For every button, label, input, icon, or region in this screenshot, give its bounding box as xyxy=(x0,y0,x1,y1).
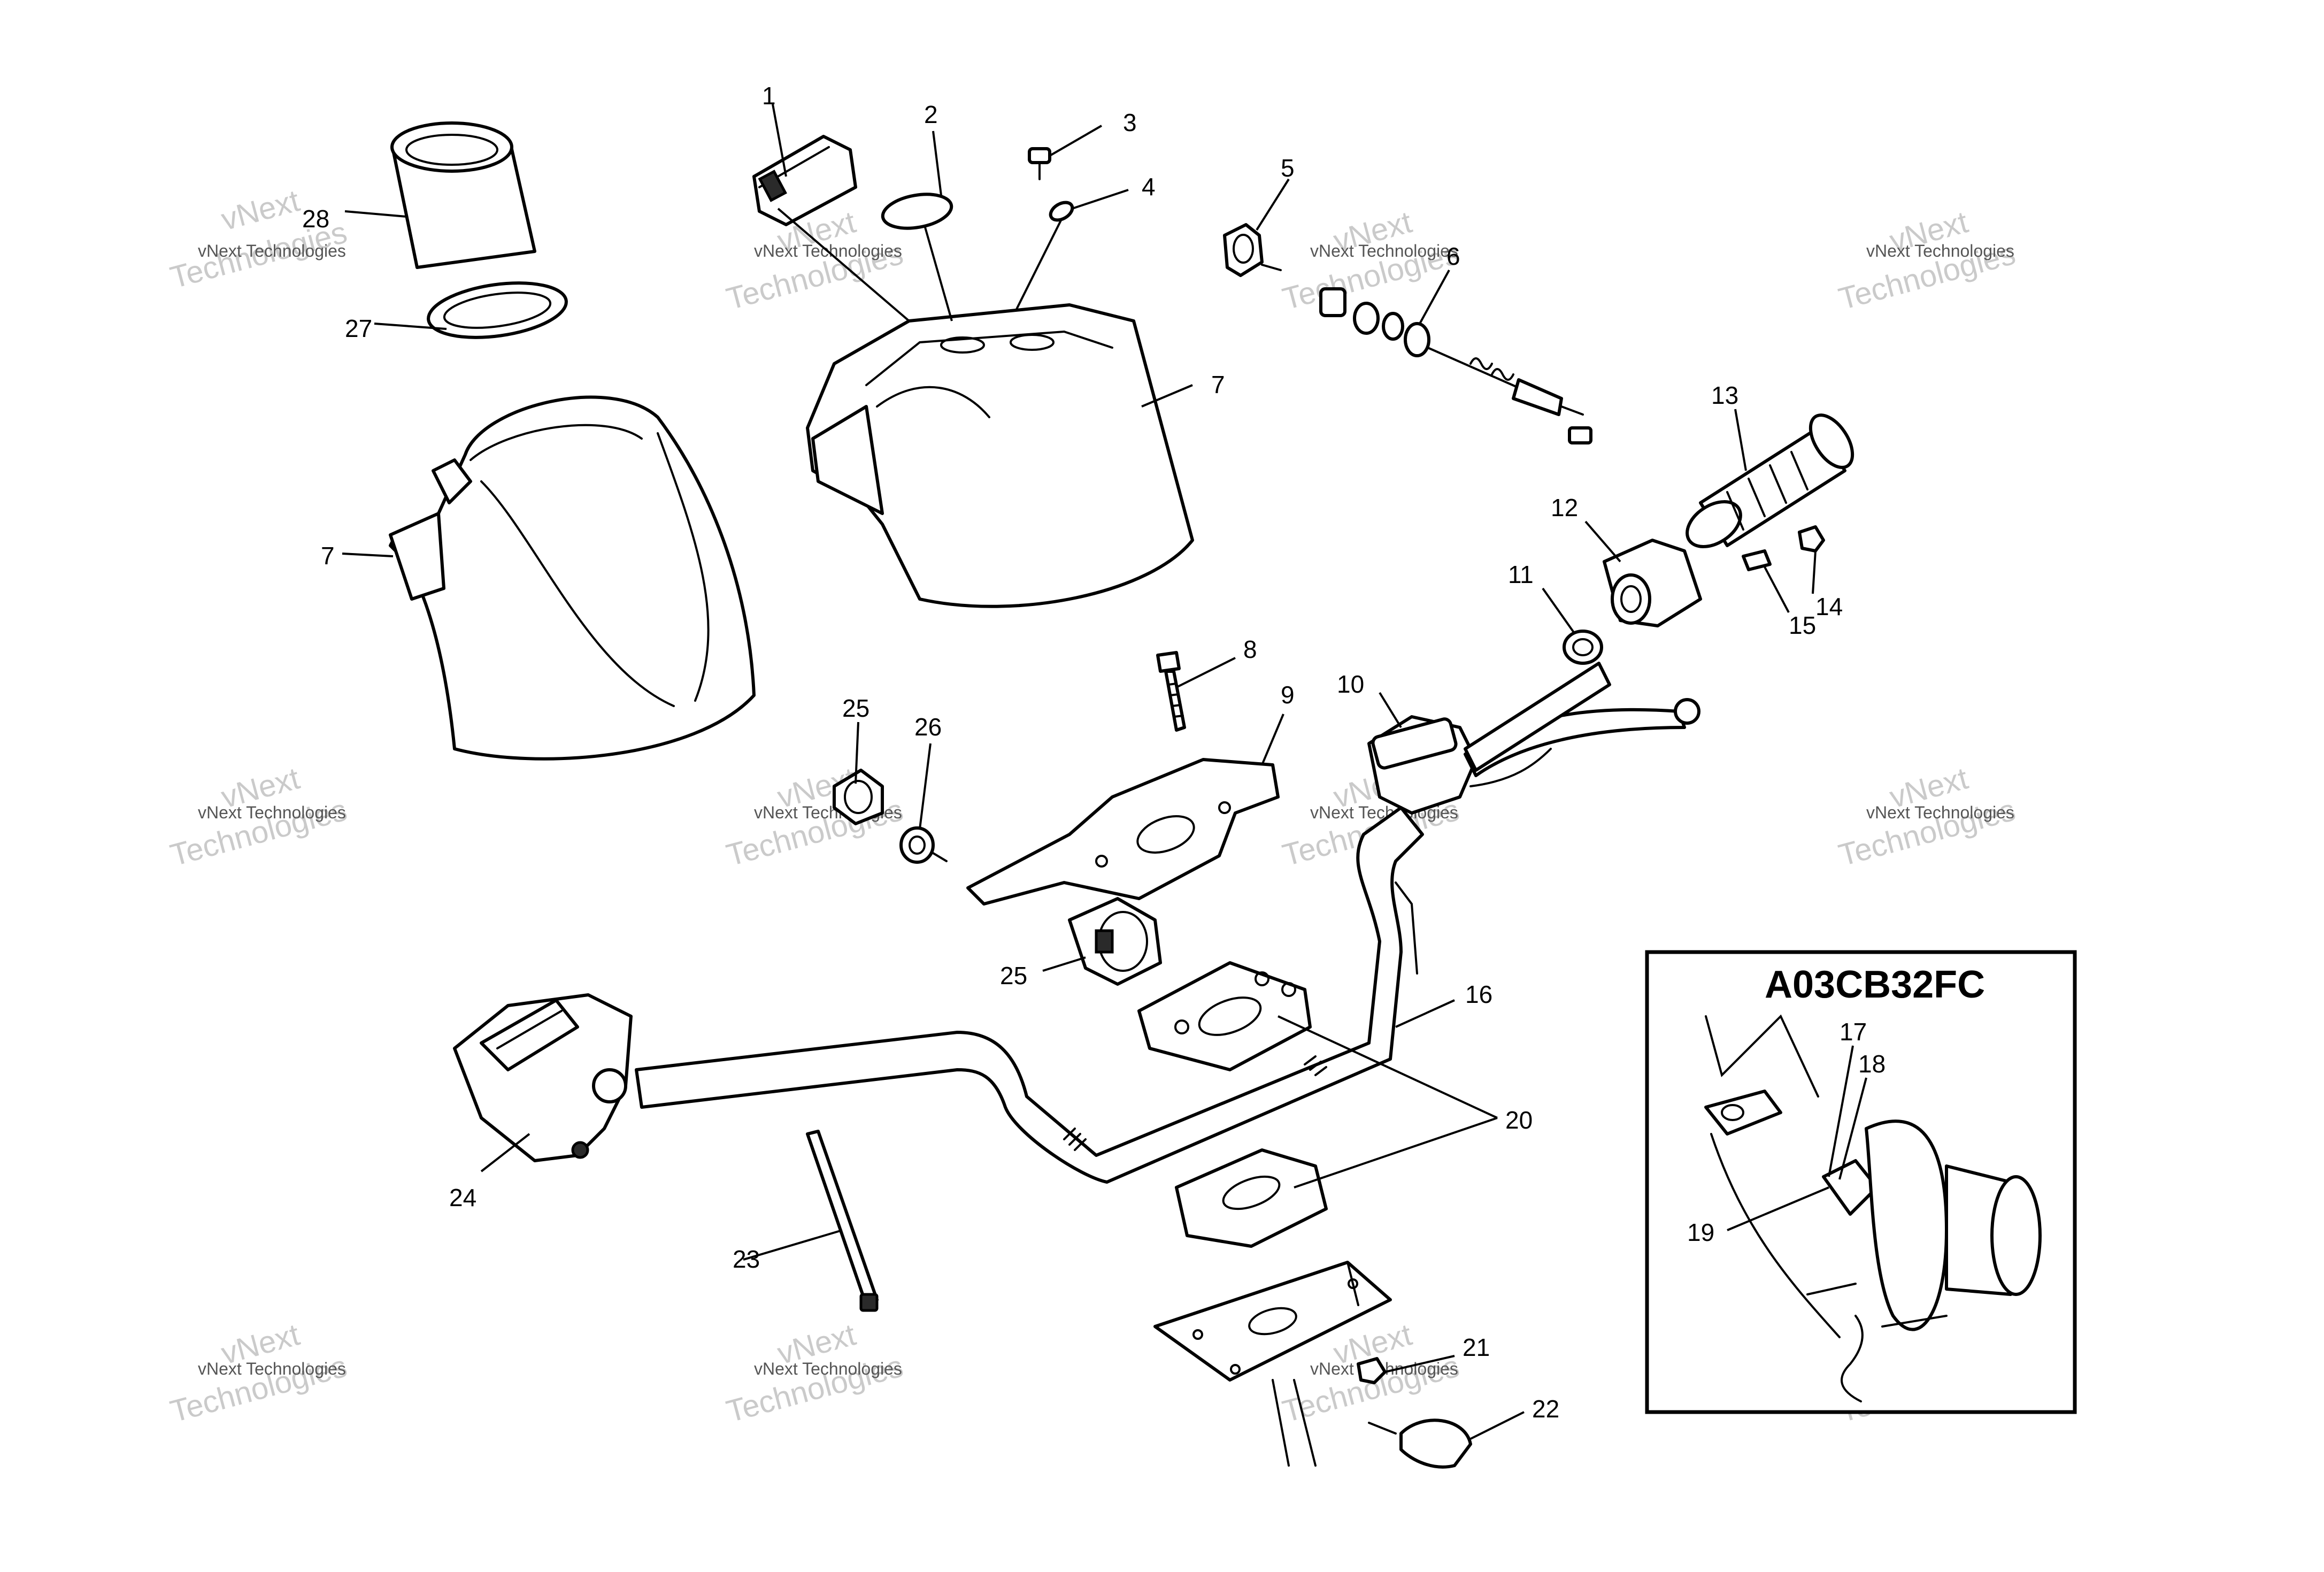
watermark: vNext Technologies xyxy=(167,183,351,295)
callout-27: 27 xyxy=(345,315,372,342)
part-7-cowl-left xyxy=(389,395,756,761)
part-26-nut xyxy=(899,826,948,864)
callout-14: 14 xyxy=(1815,593,1843,620)
part-2-lens xyxy=(881,193,953,230)
part-25-fitting-lower xyxy=(1068,897,1162,986)
callout-18: 18 xyxy=(1858,1050,1886,1078)
part-14-end-nut xyxy=(1798,525,1825,553)
part-27-ring xyxy=(427,281,568,339)
part-5-nut xyxy=(1223,223,1282,277)
part-3-screw xyxy=(1028,147,1051,180)
watermark-text: vNext Technologies xyxy=(754,1359,902,1378)
watermark-text: vNext Technologies xyxy=(1310,241,1458,260)
callout-23: 23 xyxy=(733,1245,760,1273)
part-12-throttle-housing xyxy=(1603,539,1702,627)
callout-labels: 1 2 3 4 5 6 7 7 8 9 10 11 12 13 14 15 16… xyxy=(302,82,1886,1423)
callout-21: 21 xyxy=(1463,1333,1490,1361)
part-6-cable-adjuster xyxy=(1319,287,1592,444)
part-13-grip xyxy=(1686,413,1854,548)
part-20-clamp-upper xyxy=(1137,961,1312,1071)
callout-2: 2 xyxy=(924,101,938,128)
callout-7-left: 7 xyxy=(321,542,335,570)
callout-24: 24 xyxy=(449,1184,476,1211)
callout-15: 15 xyxy=(1789,611,1816,639)
inset-title: A03CB32FC xyxy=(1765,963,1985,1006)
leader-lines xyxy=(342,104,1867,1440)
part-20-clamp-lower xyxy=(1175,1148,1328,1248)
part-15-screw xyxy=(1742,549,1772,571)
callout-4: 4 xyxy=(1142,173,1156,201)
callout-25-lower: 25 xyxy=(1000,962,1027,990)
part-4-washer xyxy=(1049,201,1074,222)
part-28-sleeve xyxy=(390,121,536,269)
callout-26: 26 xyxy=(914,713,942,741)
callout-6: 6 xyxy=(1446,242,1460,270)
watermark-text: vNext Technologies xyxy=(198,803,346,822)
part-23-cable-tie xyxy=(806,1130,879,1312)
callout-16: 16 xyxy=(1465,980,1492,1008)
part-8-bolt xyxy=(1156,651,1186,732)
callout-22: 22 xyxy=(1532,1395,1559,1423)
callout-19: 19 xyxy=(1687,1218,1714,1246)
part-16-handlebar xyxy=(635,806,1424,1184)
watermark-text: vNext Technologies xyxy=(1866,803,2014,822)
part-9-bracket-plate xyxy=(966,758,1280,906)
part-7-cowl-center xyxy=(806,303,1194,608)
watermark-text: vNext Technologies xyxy=(198,241,346,260)
callout-12: 12 xyxy=(1551,494,1578,522)
part-24-switch-housing xyxy=(453,993,633,1162)
callout-20: 20 xyxy=(1505,1106,1533,1134)
callout-5: 5 xyxy=(1281,154,1295,182)
part-11-collar xyxy=(1563,630,1603,665)
callout-28: 28 xyxy=(302,205,329,233)
watermark-text: vNext Technologies xyxy=(1866,241,2014,260)
callout-25-top: 25 xyxy=(842,694,869,722)
callout-11: 11 xyxy=(1508,561,1534,588)
callout-1: 1 xyxy=(762,82,776,110)
part-mounting-plate xyxy=(1153,1261,1392,1467)
callout-8: 8 xyxy=(1243,635,1257,663)
callout-17: 17 xyxy=(1840,1018,1867,1046)
part-21-nut xyxy=(1357,1357,1387,1384)
callout-7-center: 7 xyxy=(1211,371,1225,398)
handlebar-right-end xyxy=(1464,662,1611,772)
detail-inset: A03CB32FC xyxy=(1645,950,2077,1414)
callout-13: 13 xyxy=(1711,381,1738,409)
callout-3: 3 xyxy=(1123,109,1137,136)
part-25-fitting-top xyxy=(833,769,884,825)
part-22-clip xyxy=(1368,1418,1472,1469)
watermark-text: vNext Technologies xyxy=(198,1359,346,1378)
callout-9: 9 xyxy=(1281,681,1295,709)
callout-10: 10 xyxy=(1337,670,1364,698)
part-1-switch xyxy=(752,135,857,226)
